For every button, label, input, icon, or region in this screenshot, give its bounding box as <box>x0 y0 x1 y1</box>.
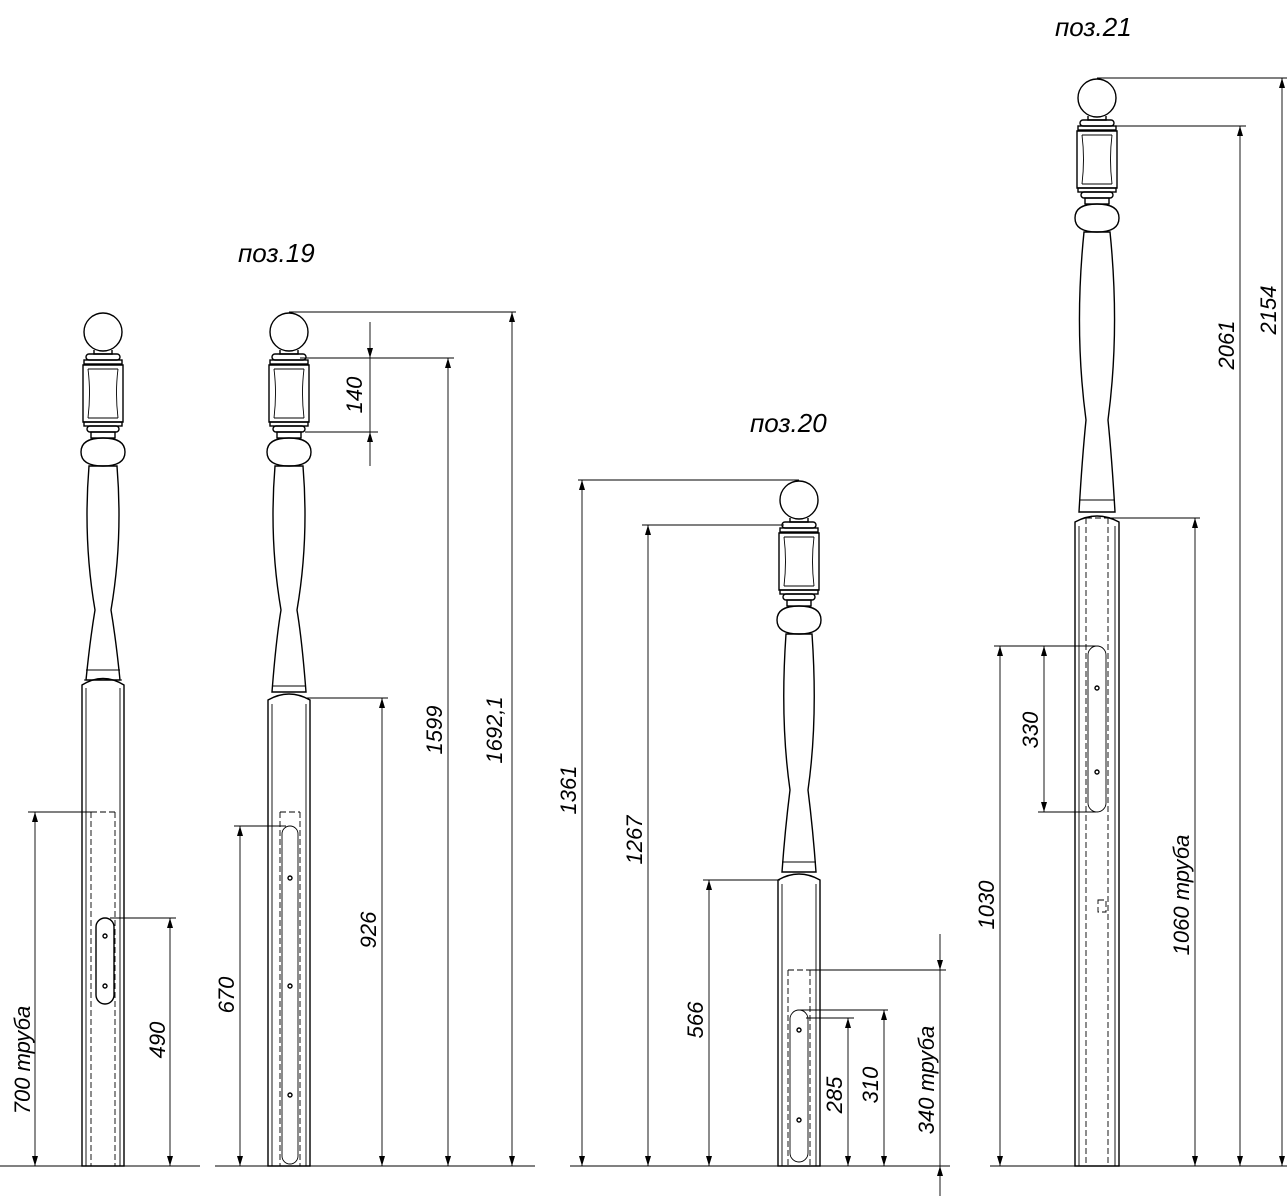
dim-330: 330 <box>1018 711 1043 748</box>
post-21: поз.21 1030 330 1060 труба 2061 2154 <box>974 12 1287 1167</box>
dim-1030: 1030 <box>974 880 999 930</box>
label-pos20: поз.20 <box>750 408 827 438</box>
post-0: 700 труба 490 <box>0 312 200 1167</box>
dim-1599: 1599 <box>422 706 447 755</box>
post-19: поз.19 140 670 926 1599 1692,1 <box>214 238 535 1167</box>
dim-926: 926 <box>356 911 381 948</box>
label-pos21: поз.21 <box>1055 12 1132 42</box>
dim-1361: 1361 <box>556 766 581 815</box>
dim-1060-tube: 1060 труба <box>1169 835 1194 956</box>
dim-2061: 2061 <box>1214 321 1239 371</box>
dim-340-tube: 340 труба <box>914 1026 939 1135</box>
dim-670: 670 <box>214 976 239 1013</box>
dim-140: 140 <box>342 376 367 413</box>
post-20: поз.20 1361 1267 566 285 310 340 труба <box>556 408 950 1196</box>
dim-490: 490 <box>145 1021 170 1058</box>
dim-2154: 2154 <box>1256 286 1281 336</box>
dim-285: 285 <box>822 1076 847 1114</box>
dim-566: 566 <box>683 1001 708 1038</box>
dim-1267: 1267 <box>622 815 647 865</box>
dim-1692-1: 1692,1 <box>482 696 507 763</box>
dim-310: 310 <box>858 1066 883 1103</box>
label-pos19: поз.19 <box>238 238 315 268</box>
dim-700-tube: 700 труба <box>10 1006 35 1115</box>
